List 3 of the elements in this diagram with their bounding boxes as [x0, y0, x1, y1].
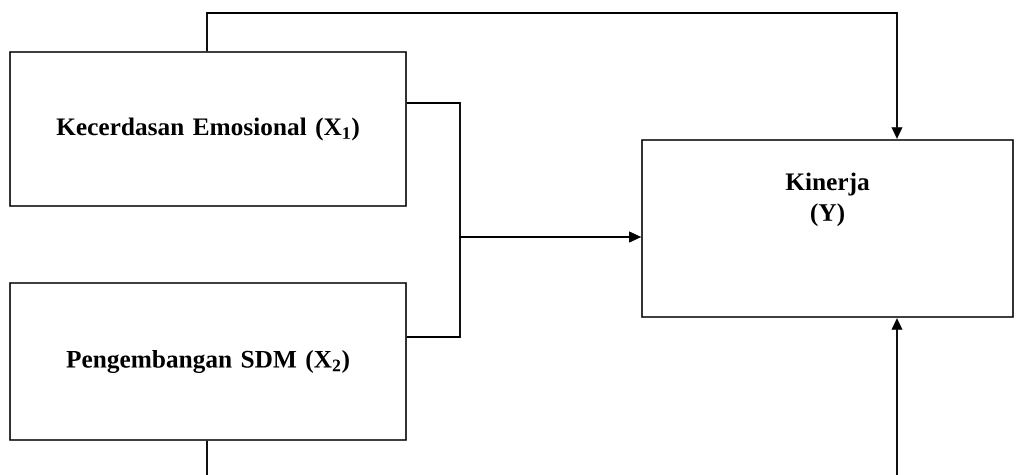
- variable-box: Kecerdasan Emosional (X$_{1}$): [9, 51, 407, 207]
- variable-box: Kinerja (Y): [641, 139, 1014, 318]
- variable-box: Pengembangan SDM (X$_{2}$): [9, 282, 407, 441]
